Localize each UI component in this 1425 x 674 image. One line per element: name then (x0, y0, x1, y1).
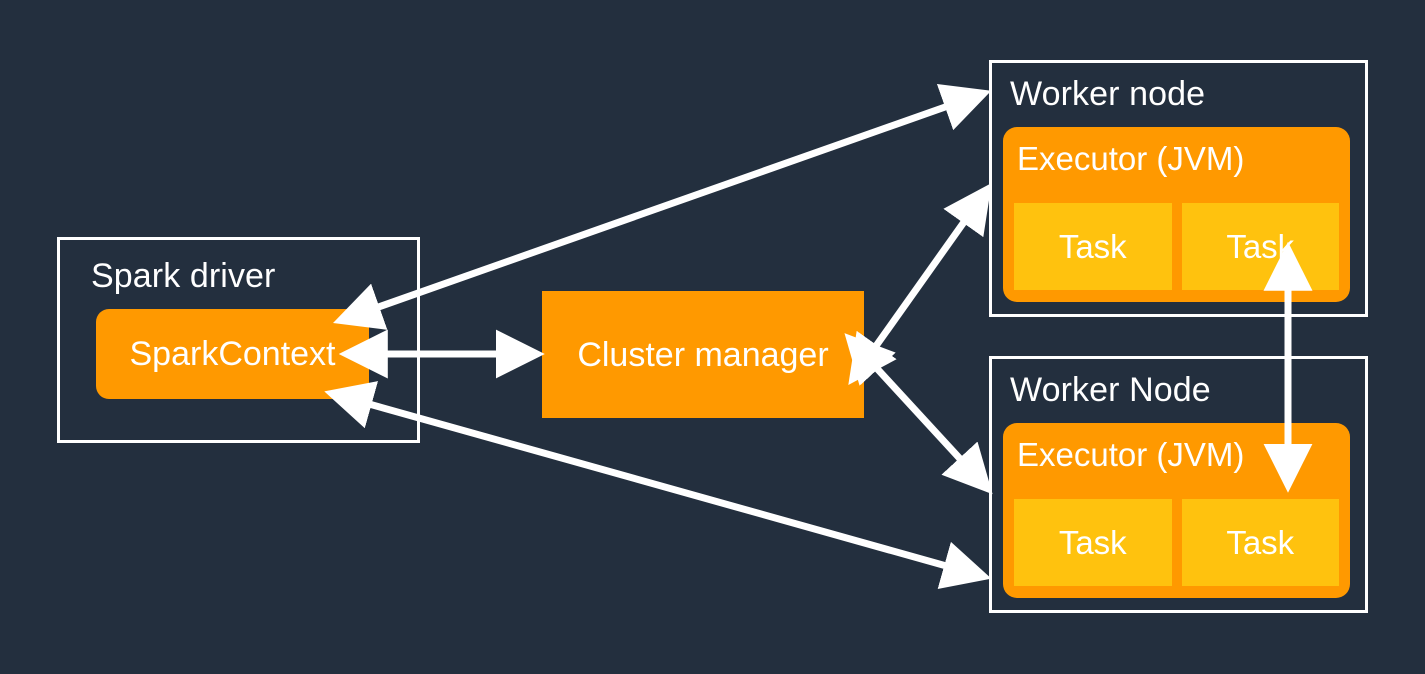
executor-2-task-row: Task Task (1014, 499, 1339, 586)
task-box[interactable]: Task (1181, 203, 1339, 290)
executor-1-label: Executor (JVM) (1017, 140, 1245, 177)
arrow-cluster-manager-worker-node-2 (844, 333, 993, 495)
sparkcontext-label: SparkContext (129, 335, 336, 373)
sparkcontext-box[interactable]: SparkContext (96, 309, 369, 399)
spark-driver-title: Spark driver (91, 257, 276, 295)
task-box[interactable]: Task (1014, 499, 1172, 586)
cluster-manager-label: Cluster manager (577, 335, 829, 374)
task-label: Task (1058, 524, 1127, 561)
task-label: Task (1058, 228, 1127, 265)
task-box[interactable]: Task (1014, 203, 1172, 290)
arrow-sparkcontext-worker-node-1 (333, 83, 992, 330)
executor-2-box[interactable]: Executor (JVM) Task Task (1003, 423, 1350, 598)
executor-1-task-row: Task Task (1014, 203, 1339, 290)
task-box[interactable]: Task (1181, 499, 1339, 586)
arrow-sparkcontext-worker-node-2 (324, 381, 992, 589)
worker-node-2-title: Worker Node (1010, 371, 1211, 409)
worker-node-1-title: Worker node (1010, 75, 1206, 113)
arrow-cluster-manager-worker-node-1 (848, 183, 992, 385)
executor-2-label: Executor (JVM) (1017, 436, 1245, 473)
task-label: Task (1226, 524, 1295, 561)
cluster-manager-box[interactable]: Cluster manager (542, 291, 864, 418)
executor-1-box[interactable]: Executor (JVM) Task Task (1003, 127, 1350, 302)
task-label: Task (1226, 228, 1295, 265)
